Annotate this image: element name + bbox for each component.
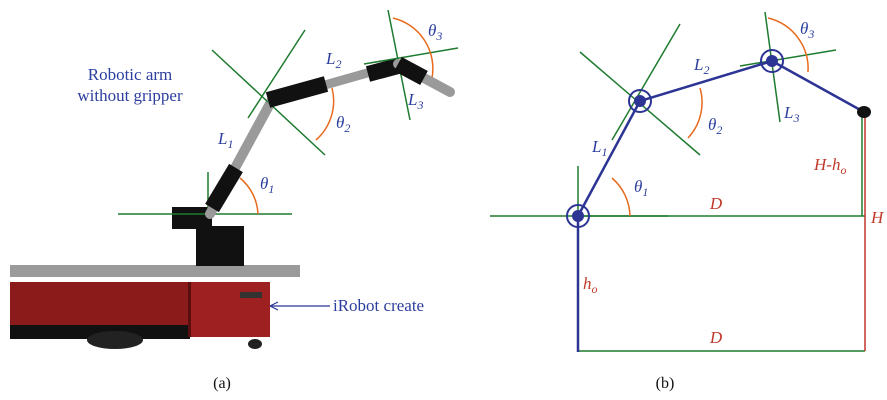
base-panel-line	[188, 282, 191, 337]
h0-label: ho	[583, 274, 598, 296]
base-wheel-right	[248, 339, 262, 349]
d-top-label: D	[709, 194, 723, 213]
arm-links-b	[576, 59, 865, 217]
theta3-arc-b	[767, 17, 809, 73]
link2-a-motor	[265, 76, 329, 108]
link2-a-motor2	[365, 58, 401, 82]
link1-a-motor	[205, 163, 243, 213]
base-body-right	[190, 282, 270, 337]
h-diff-label: H-ho	[813, 155, 846, 177]
link2-label-a: L2	[325, 49, 341, 71]
joint2-b	[628, 89, 652, 113]
caption-b: (b)	[656, 375, 675, 392]
caption-a: (a)	[213, 375, 231, 392]
joint1-b	[566, 204, 590, 228]
theta2-arc-b	[687, 87, 703, 139]
h-label: H	[870, 208, 885, 227]
theta1-arc-b	[611, 177, 631, 217]
base-button	[240, 292, 262, 298]
base-stripe	[10, 325, 190, 339]
joint3-line-b1	[764, 11, 781, 123]
arm-label-line2: without gripper	[77, 86, 183, 105]
joint2-line-b2	[611, 23, 681, 141]
link3-a-motor	[394, 56, 428, 86]
joint3-line-b2	[739, 49, 837, 67]
theta1-arc-a	[239, 177, 259, 215]
link3-label-b: L3	[783, 103, 799, 125]
theta2-label-a: θ2	[336, 113, 350, 135]
irobot-label: iRobot create	[333, 296, 424, 315]
d-bottom-label: D	[709, 328, 723, 347]
joint3-b	[760, 49, 784, 73]
theta1-label-b: θ1	[634, 177, 648, 199]
end-effector-b	[857, 106, 871, 118]
arm-base-lower	[196, 226, 244, 266]
base-wheel-left	[87, 331, 143, 349]
irobot-pointer-arrow	[269, 301, 279, 311]
link1-label-b: L1	[591, 137, 607, 159]
link2-label-b: L2	[693, 55, 709, 77]
theta3-label-a: θ3	[428, 21, 442, 43]
theta1-label-a: θ1	[260, 174, 274, 196]
joint2-line-b	[247, 29, 306, 119]
theta2-label-b: θ2	[708, 115, 722, 137]
irobot-base	[10, 265, 300, 349]
panel-a: Robotic arm without gripper L1 L2 L3 θ1 …	[10, 9, 459, 392]
panel-b: L1 L2 L3 θ1 θ2 θ3 D D H H-ho ho (b)	[490, 11, 885, 392]
arm-label-line1: Robotic arm	[88, 65, 173, 84]
link1-label-a: L1	[217, 129, 233, 151]
base-top-plate	[10, 265, 300, 277]
theta3-arc-a	[392, 17, 434, 79]
theta3-label-b: θ3	[800, 19, 814, 41]
joint3-line-b	[363, 47, 459, 65]
arm-base-box	[172, 207, 212, 229]
link3-label-a: L3	[407, 90, 423, 112]
theta2-arc-a	[315, 87, 335, 141]
